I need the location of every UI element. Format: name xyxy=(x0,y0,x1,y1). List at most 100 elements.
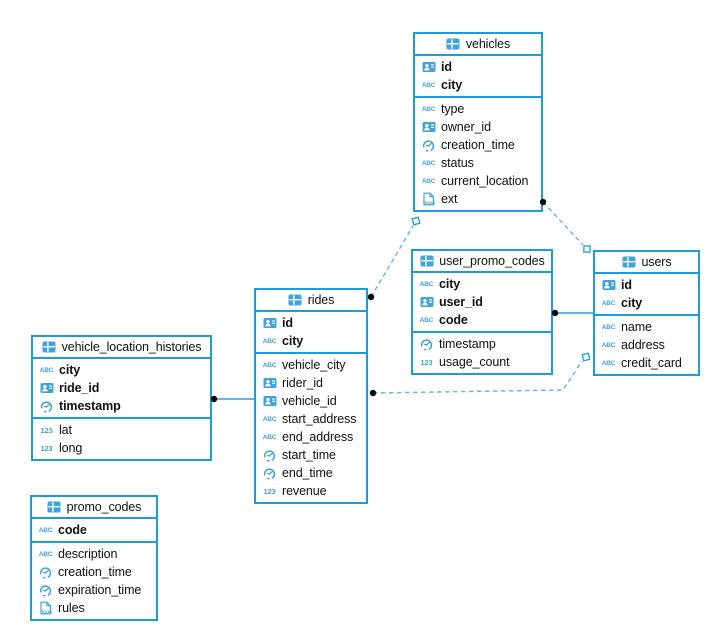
table-header[interactable]: vehicles xyxy=(415,34,541,56)
table-icon xyxy=(621,256,636,268)
column-label: timestamp xyxy=(439,337,496,351)
time-icon xyxy=(261,449,278,462)
column-label: end_time xyxy=(282,466,333,480)
table-icon xyxy=(446,38,461,50)
relation-line[interactable] xyxy=(370,225,414,298)
column-label: city xyxy=(439,277,461,291)
table-title: users xyxy=(641,255,672,269)
column-label: city xyxy=(441,78,463,92)
text-icon: ABC xyxy=(419,280,434,288)
column-label: vehicle_id xyxy=(282,394,337,408)
column-description[interactable]: ABC description xyxy=(32,545,156,563)
column-creation_time[interactable]: creation_time xyxy=(415,136,541,154)
id-icon xyxy=(261,377,278,389)
column-rider_id[interactable]: rider_id xyxy=(256,374,366,392)
column-timestamp[interactable]: timestamp xyxy=(413,335,551,353)
text-icon: ABC xyxy=(601,359,616,367)
table-icon xyxy=(47,501,62,513)
id-icon xyxy=(420,61,437,73)
text-icon: ABC xyxy=(419,316,434,324)
column-creation_time[interactable]: creation_time xyxy=(32,563,156,581)
column-label: rules xyxy=(58,601,85,615)
time-icon xyxy=(37,566,54,579)
time-icon xyxy=(420,139,437,152)
column-city[interactable]: ABC city xyxy=(413,275,551,293)
column-city[interactable]: ABC city xyxy=(415,76,541,94)
column-end_time[interactable]: end_time xyxy=(256,464,366,482)
time-icon xyxy=(38,400,55,413)
column-user_id[interactable]: user_id xyxy=(413,293,551,311)
column-label: long xyxy=(59,441,83,455)
table-header[interactable]: user_promo_codes xyxy=(413,251,551,273)
column-id[interactable]: id xyxy=(256,314,366,332)
column-id[interactable]: id xyxy=(415,58,541,76)
column-start_time[interactable]: start_time xyxy=(256,446,366,464)
column-label: lat xyxy=(59,423,72,437)
table-header[interactable]: users xyxy=(595,252,698,274)
column-ride_id[interactable]: ride_id xyxy=(33,379,210,397)
time-icon xyxy=(261,467,278,480)
column-long[interactable]: 123 long xyxy=(33,439,210,457)
id-icon xyxy=(261,317,278,329)
relation-vehicles-users[interactable] xyxy=(539,198,591,253)
columns-section: ABC description creation_time expiration_ti… xyxy=(32,543,156,619)
text-icon: ABC xyxy=(38,550,53,558)
table-header[interactable]: rides xyxy=(256,290,366,312)
column-timestamp[interactable]: timestamp xyxy=(33,397,210,415)
column-vehicle_id[interactable]: vehicle_id xyxy=(256,392,366,410)
table-icon xyxy=(419,255,434,267)
text-icon: ABC xyxy=(421,81,436,89)
column-label: creation_time xyxy=(58,565,132,579)
text-icon: ABC xyxy=(38,526,53,534)
column-owner_id[interactable]: owner_id xyxy=(415,118,541,136)
relation-user_promo_codes-users[interactable] xyxy=(551,309,593,317)
json-icon: JSON xyxy=(420,192,437,206)
relation-vehicle_location_histories-rides[interactable] xyxy=(210,395,254,403)
column-id[interactable]: id xyxy=(595,276,698,294)
column-label: description xyxy=(58,547,118,561)
time-icon xyxy=(37,584,54,597)
table-header[interactable]: promo_codes xyxy=(32,497,156,519)
text-icon: ABC xyxy=(39,366,54,374)
table-header[interactable]: vehicle_location_histories xyxy=(33,337,210,359)
column-expiration_time[interactable]: expiration_time xyxy=(32,581,156,599)
num-icon: 123 xyxy=(40,443,53,453)
text-icon: ABC xyxy=(421,105,436,113)
relation-line[interactable] xyxy=(542,201,584,246)
table-title: promo_codes xyxy=(66,500,142,514)
